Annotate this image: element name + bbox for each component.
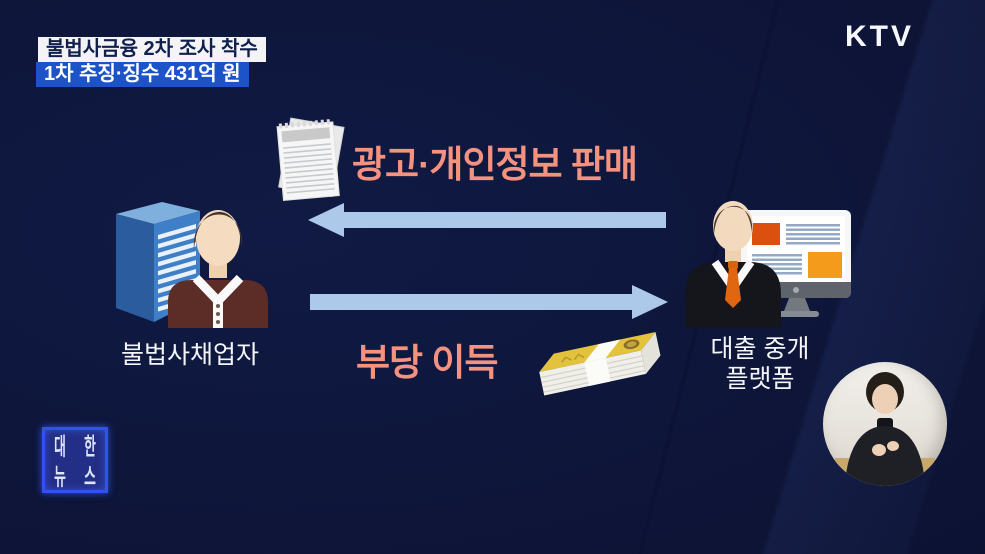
- platform-person-icon: [685, 201, 781, 328]
- lender-figure-icon: [116, 202, 268, 328]
- platform-figure-icon: [685, 201, 851, 328]
- daehan-news-logo: 대 한 뉴 스: [42, 427, 108, 493]
- news-logo-char: 한: [84, 433, 96, 460]
- document-front-sheet: [276, 119, 340, 202]
- arrow-left-icon: [308, 203, 666, 237]
- ktv-logo: KTV: [845, 20, 914, 53]
- headline-banner-secondary: 1차 추징·징수 431억 원: [36, 62, 249, 87]
- news-logo-char: 대: [54, 433, 66, 460]
- money-stack-icon: [539, 332, 661, 396]
- platform-label: 대출 중개 플랫폼: [686, 334, 834, 394]
- documents-icon: [276, 117, 345, 202]
- top-flow-label: 광고·개인정보 판매: [352, 144, 638, 185]
- platform-label-line1: 대출 중개: [710, 335, 810, 363]
- sign-language-interpreter: [823, 362, 947, 486]
- interpreter-figure: [835, 372, 935, 486]
- lender-label: 불법사채업자: [120, 341, 259, 369]
- headline-banner-primary: 불법사금융 2차 조사 착수: [38, 37, 266, 62]
- bottom-flow-label: 부당 이득: [356, 342, 498, 383]
- news-logo-char: 스: [84, 463, 96, 490]
- lender-person-icon: [168, 210, 268, 328]
- office-building-icon: [116, 202, 200, 322]
- news-logo-char: 뉴: [54, 463, 66, 490]
- arrow-right-icon: [310, 285, 668, 319]
- platform-label-line2: 플랫폼: [725, 365, 795, 393]
